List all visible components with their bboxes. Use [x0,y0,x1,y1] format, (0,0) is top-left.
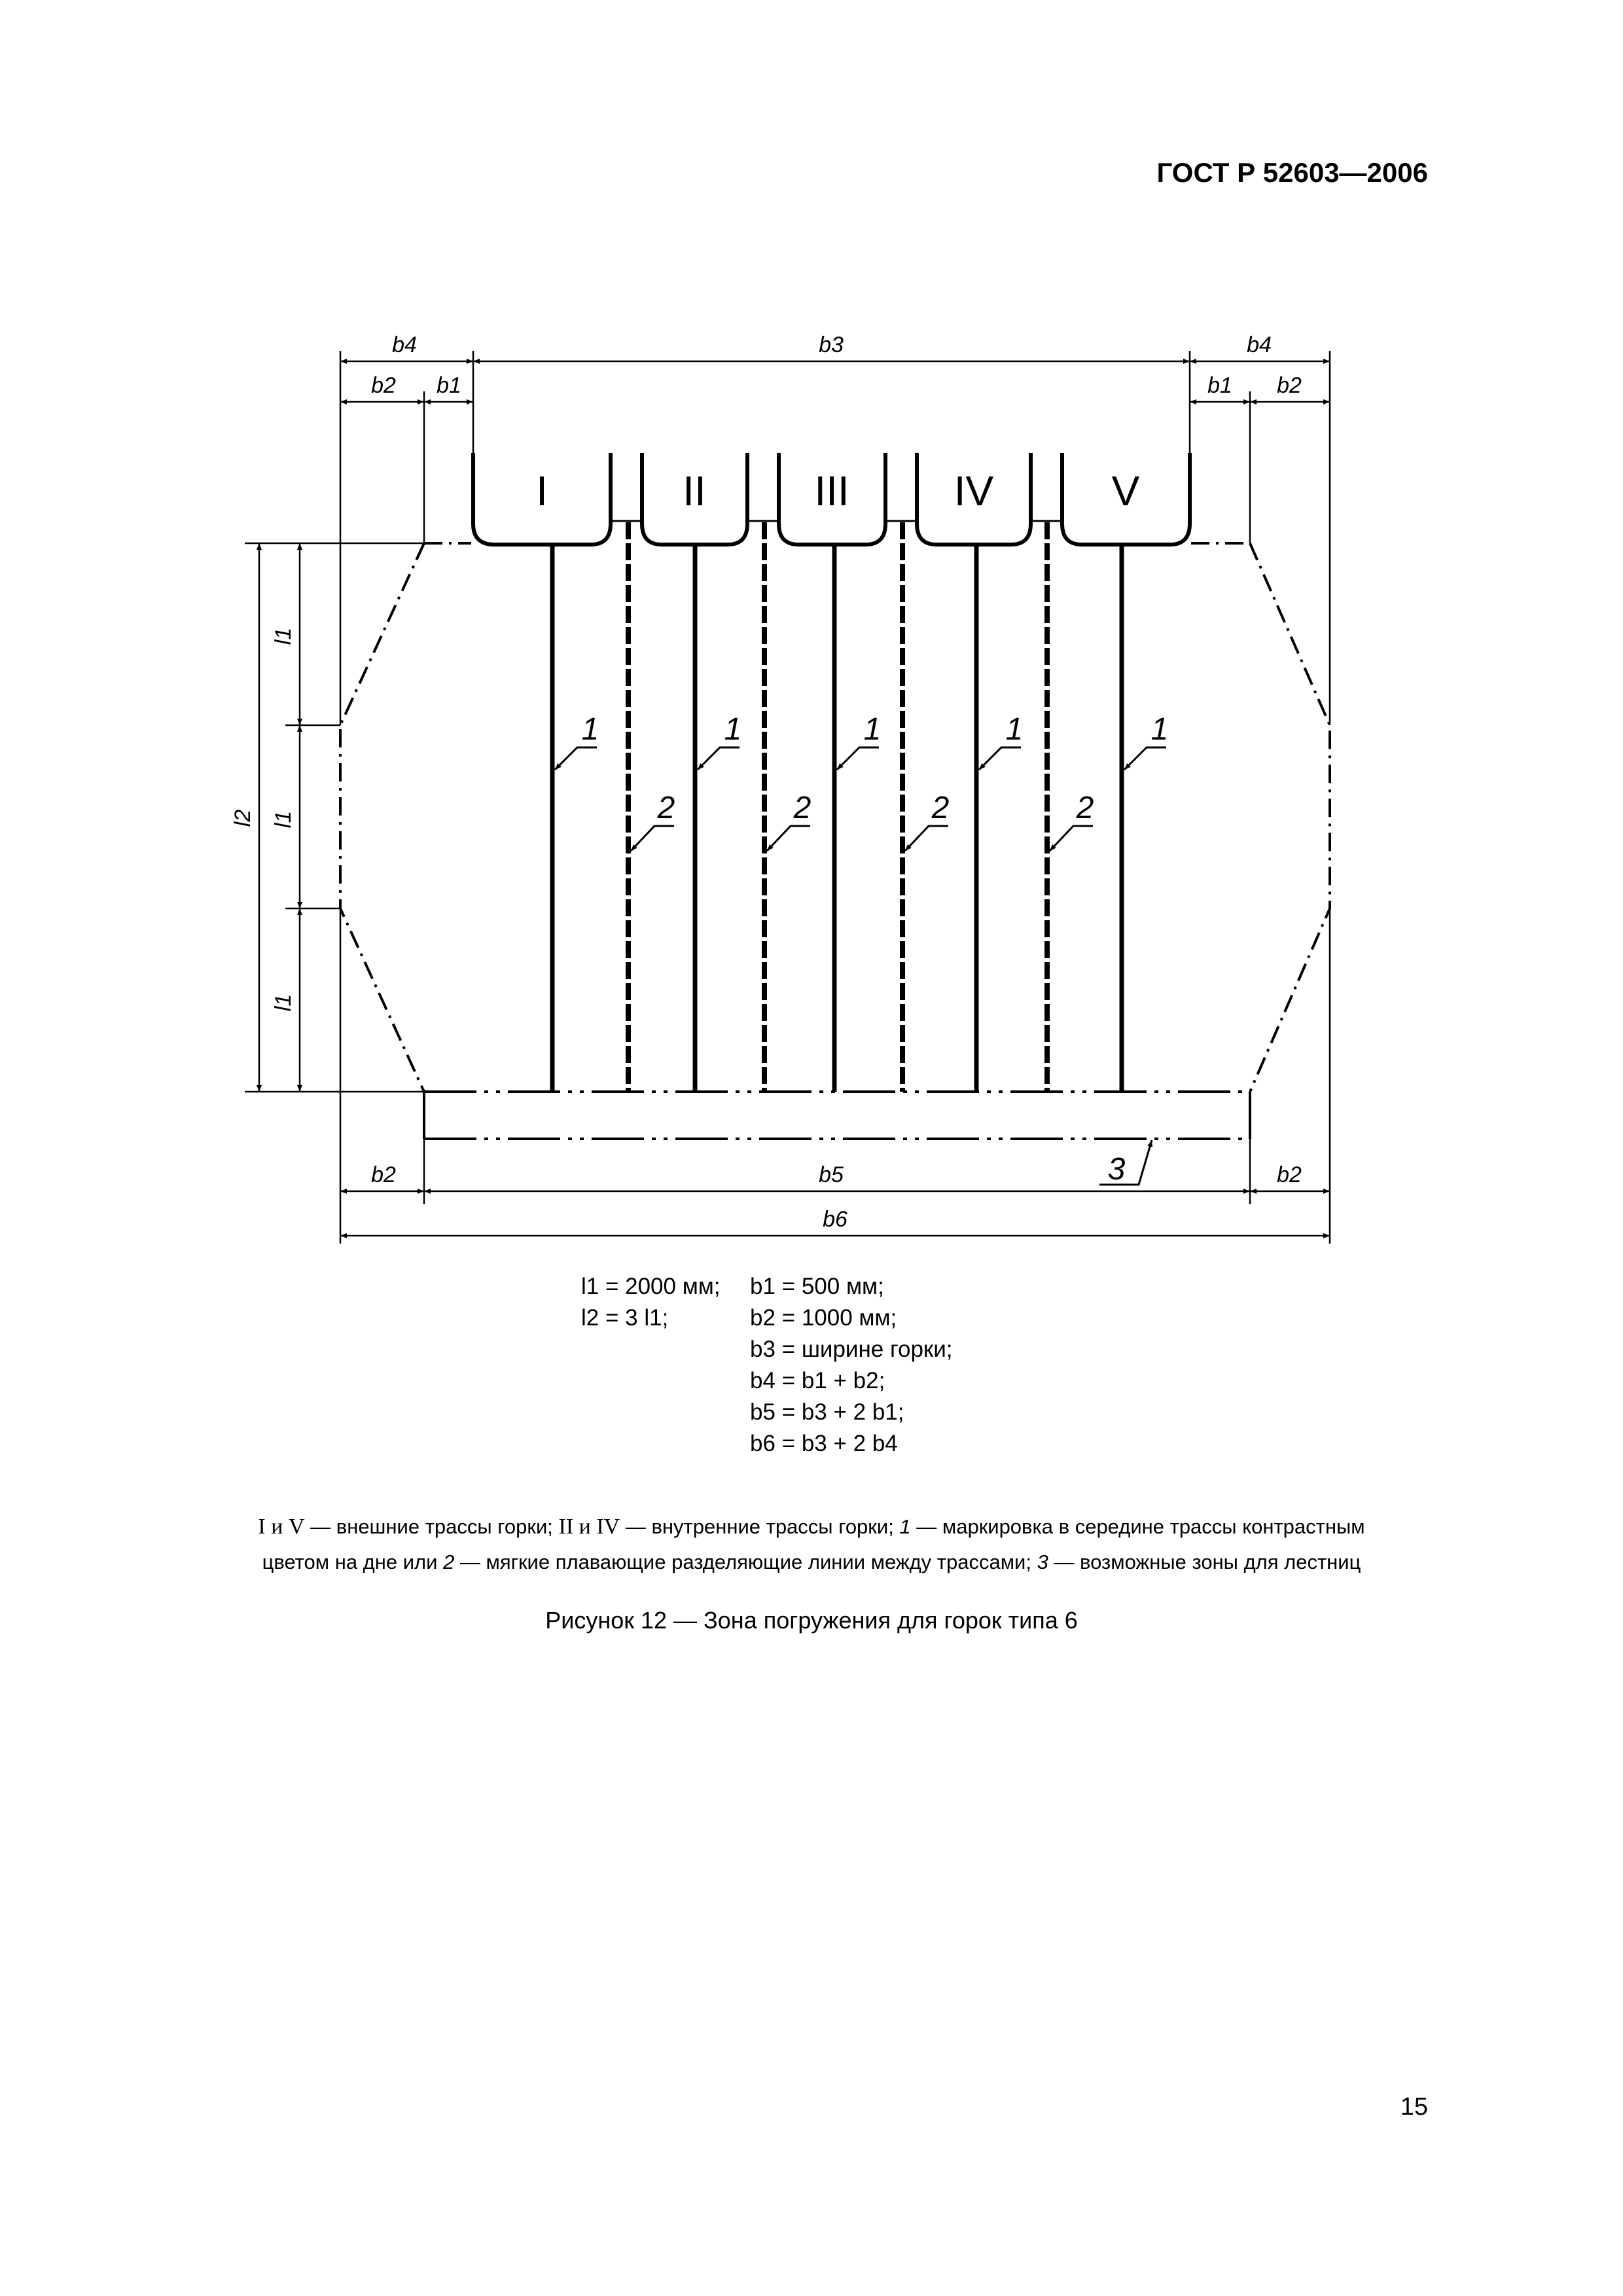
dim-b2-right-top: b2 [1277,373,1302,398]
dimension-labels: b4 b3 b4 b2 b1 b1 b2 b2 b5 b2 b6 l2 l1 l… [230,332,1302,1232]
note-inner-lanes: II и IV [558,1515,620,1539]
dim-b4-right-letter: b4 [1247,332,1272,357]
callout-1-lane-2: 1 [724,712,742,747]
dim-l2-letter: l2 [230,810,255,827]
dim-b2-letter: b2 [371,1162,396,1187]
notes-line-2: цветом на дне или 2 — мягкие плавающие р… [131,1545,1492,1580]
callout-1-lane-5: 1 [1151,712,1169,747]
dim-l2: l2 [230,810,255,827]
dim-b4-left-letter: b4 [392,332,417,357]
notes-line-1: I и V — внешние трассы горки; II и IV — … [131,1509,1492,1545]
note-text-5: — мягкие плавающие разделяющие линии меж… [454,1551,1037,1573]
callout-2-c: 2 [931,791,950,825]
legend-b1: b1 = 500 мм; [750,1274,884,1299]
lane-label-1: I [536,467,548,514]
dim-l1-bottom: l1 [271,994,296,1011]
legend-b6: b6 = b3 + 2 b4 [750,1431,898,1456]
pool-outline [339,542,1331,1140]
extension-lines [245,351,1331,1244]
note-num-2: 2 [443,1551,455,1573]
center-markings [550,545,1124,1092]
dim-b6-letter: b6 [823,1207,847,1232]
callout-2-d: 2 [1076,791,1094,825]
dim-b1-right: b1 [1207,373,1232,398]
callout-labels: 1 1 1 1 1 2 2 2 2 3 [582,712,1169,1187]
dim-b4-right: b4 [1247,332,1272,357]
dim-l1-letter: l1 [271,811,296,828]
legend-l2: l2 = 3 l1; [581,1305,669,1331]
dim-b3: b3 [819,332,844,357]
note-outer-lanes: I и V [258,1515,305,1539]
dim-b1-left: b1 [437,373,461,398]
dimension-lines [257,359,1330,1238]
splash-zone-figure: I II III IV V 1 1 1 1 1 2 2 2 [230,332,1331,1244]
legend-b3: b3 = ширине горки; [750,1336,953,1362]
dim-b2-letter: b2 [371,373,396,398]
dim-b1-letter: b1 [437,373,461,398]
note-text-6: — возможные зоны для лестниц [1048,1551,1361,1573]
document-code: ГОСТ Р 52603—2006 [1156,157,1428,188]
dim-l1-letter: l1 [271,994,296,1011]
callout-3: 3 [1108,1152,1126,1187]
note-text-1: — внешние трассы горки; [304,1515,559,1538]
note-text-2: — внутренние трассы горки; [620,1515,900,1538]
lane-labels: I II III IV V [536,467,1140,514]
callout-1-lane-3: 1 [864,712,882,747]
lane-label-4: IV [954,467,994,514]
callouts [554,746,1166,1186]
note-text-4: цветом на дне или [262,1551,444,1573]
dim-b5-letter: b5 [819,1162,844,1187]
dim-b2-letter: b2 [1277,373,1302,398]
legend-b4: b4 = b1 + b2; [750,1368,885,1393]
dim-b3-letter: b3 [819,332,844,357]
callout-2-a: 2 [657,791,675,825]
slide-lanes [471,453,1192,547]
dim-b2-left-top: b2 [371,373,396,398]
dim-l1-middle: l1 [271,811,296,828]
figure-caption: Рисунок 12 — Зона погружения для горок т… [545,1607,1078,1634]
legend-b5: b5 = b3 + 2 b1; [750,1399,904,1425]
legend-b2: b2 = 1000 мм; [750,1305,897,1331]
dim-b5: b5 [819,1162,844,1187]
page-number: 15 [1400,2093,1428,2121]
dim-b2-letter: b2 [1277,1162,1302,1187]
note-num-3: 3 [1037,1551,1048,1573]
divider-lines [626,522,1050,1092]
figure-notes: I и V — внешние трассы горки; II и IV — … [131,1509,1492,1580]
lane-label-2: II [683,467,706,514]
dim-b1-letter: b1 [1207,373,1232,398]
dim-b6: b6 [823,1207,847,1232]
note-num-1: 1 [899,1515,911,1538]
note-text-3: — маркировка в середине трассы контрастн… [910,1515,1365,1538]
callout-1-lane-4: 1 [1006,712,1024,747]
lane-label-3: III [814,467,849,514]
dim-b4-left: b4 [392,332,417,357]
dim-l1-top: l1 [271,628,296,645]
dim-b2-left-bottom: b2 [371,1162,396,1187]
lane-label-5: V [1112,467,1140,514]
callout-1-lane-1: 1 [582,712,599,747]
dim-l1-letter: l1 [271,628,296,645]
callout-2-b: 2 [793,791,812,825]
dim-b2-right-bottom: b2 [1277,1162,1302,1187]
legend-l1: l1 = 2000 мм; [581,1274,721,1299]
